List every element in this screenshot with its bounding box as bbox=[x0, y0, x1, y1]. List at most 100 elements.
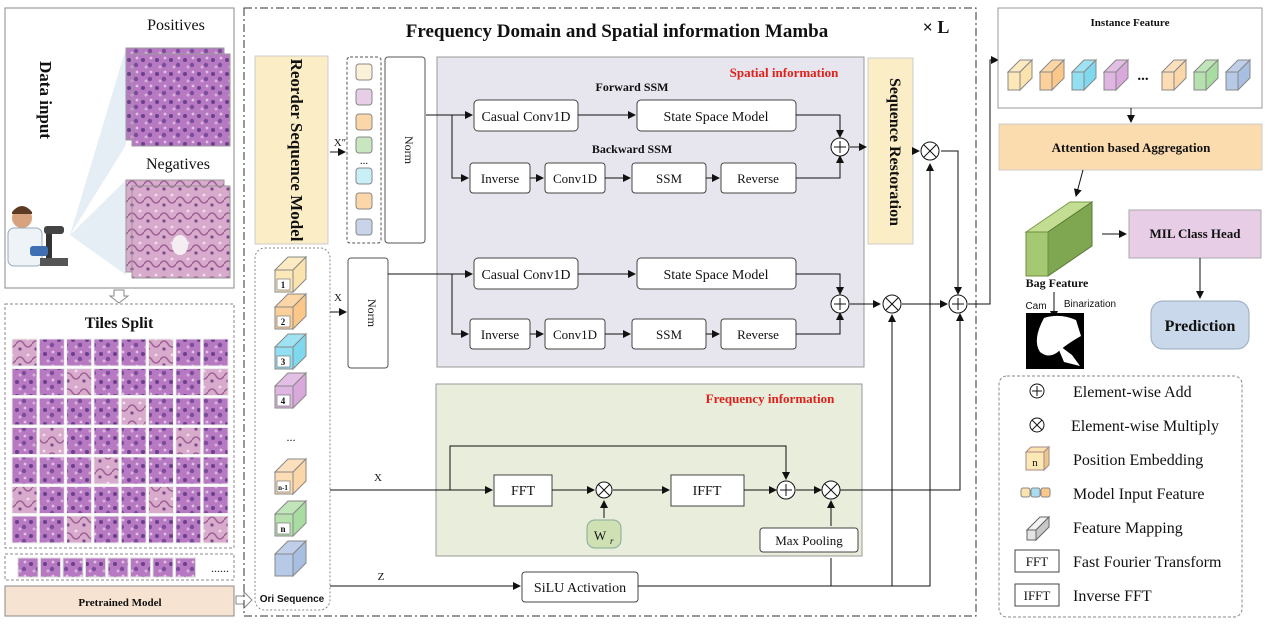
tile bbox=[93, 397, 120, 426]
attention-aggregation-label: Attention based Aggregation bbox=[1052, 140, 1211, 155]
tile bbox=[175, 515, 202, 544]
norm-box-top bbox=[384, 56, 426, 244]
casual-conv1d-label-bottom: Casual Conv1D bbox=[481, 268, 570, 283]
norm-label-bottom: Norm bbox=[365, 299, 379, 328]
conv1d-label-bottom: Conv1D bbox=[553, 327, 597, 342]
light-beam-positives bbox=[70, 48, 126, 235]
repeat-label: × L bbox=[923, 17, 950, 37]
pretrained-model-rect bbox=[4, 585, 235, 617]
tile bbox=[120, 486, 147, 514]
reverse-label-top: Reverse bbox=[737, 171, 779, 186]
svg-text:2: 2 bbox=[281, 317, 286, 327]
legend-ifft-symbol bbox=[1014, 583, 1060, 607]
data-input-panel: Data input Positives Negatives bbox=[4, 7, 235, 289]
tile bbox=[38, 456, 65, 485]
instance-feature-cube bbox=[1160, 58, 1188, 92]
spatial-information-title: Spatial information bbox=[730, 65, 839, 80]
strip-tile bbox=[85, 557, 106, 578]
tile bbox=[11, 456, 38, 485]
ori-sequence-cube: n-1 bbox=[273, 457, 308, 496]
tile bbox=[175, 397, 202, 426]
tile bbox=[175, 486, 202, 514]
backward-ssm-label: Backward SSM bbox=[592, 142, 672, 156]
wr-label: W bbox=[594, 528, 607, 543]
tile bbox=[93, 515, 120, 544]
add-node-top bbox=[830, 137, 850, 157]
tile bbox=[202, 456, 229, 485]
merge-connectors bbox=[840, 56, 999, 491]
tile bbox=[11, 427, 38, 455]
tile bbox=[66, 338, 93, 367]
instance-feature-cubes bbox=[1006, 58, 1252, 92]
strip-tile bbox=[152, 557, 174, 578]
legend-model-input-symbol bbox=[1020, 487, 1051, 498]
strip-tile bbox=[107, 557, 129, 578]
positive-slide bbox=[131, 53, 231, 147]
svg-text:n: n bbox=[1032, 457, 1038, 469]
tile bbox=[120, 368, 147, 396]
legend-fft-label: Fast Fourier Transform bbox=[1073, 554, 1222, 571]
legend-feature-mapping-symbol bbox=[1025, 515, 1051, 542]
reordered-ellipsis: ... bbox=[360, 155, 369, 167]
tile bbox=[202, 397, 229, 426]
tile bbox=[120, 515, 147, 544]
attention-aggregation-box bbox=[998, 123, 1263, 171]
strip-tile bbox=[175, 557, 196, 578]
tile bbox=[202, 368, 229, 396]
ori-sequence-cube bbox=[273, 539, 308, 578]
ori-sequence-label: Ori Sequence bbox=[260, 594, 325, 605]
legend-multiply-symbol bbox=[1029, 417, 1045, 433]
tile bbox=[38, 368, 65, 396]
legend-ifft-symbol-text: IFFT bbox=[1024, 588, 1051, 603]
prediction-box bbox=[1150, 300, 1250, 350]
tile bbox=[148, 338, 174, 367]
state-space-model-label-top: State Space Model bbox=[664, 110, 769, 125]
bag-feature-cube bbox=[1024, 201, 1094, 277]
positives-label: Positives bbox=[147, 17, 205, 34]
tile bbox=[11, 486, 38, 514]
ifft-box bbox=[670, 474, 745, 507]
tile bbox=[11, 368, 38, 396]
legend-position-embedding-symbol: n bbox=[1024, 445, 1051, 472]
slide-hole bbox=[172, 235, 188, 255]
attention-to-bag-arrow bbox=[1073, 169, 1084, 197]
reordered-feature-square bbox=[355, 192, 373, 210]
tile bbox=[66, 456, 93, 485]
tile bbox=[202, 515, 229, 544]
fft-box bbox=[493, 474, 553, 507]
max-pooling-label: Max Pooling bbox=[775, 533, 843, 548]
x-double-prime-label: X″ bbox=[334, 137, 347, 149]
ifft-label: IFFT bbox=[693, 484, 722, 499]
reorder-sequence-model-box bbox=[254, 55, 329, 245]
wr-subscript: r bbox=[610, 536, 614, 546]
pretrained-model-label: Pretrained Model bbox=[78, 597, 161, 609]
ori-sequence-frame bbox=[254, 247, 331, 611]
data-input-title: Data input bbox=[36, 61, 55, 139]
tile bbox=[148, 515, 174, 544]
tile bbox=[120, 456, 147, 485]
z-label: Z bbox=[378, 571, 385, 583]
tile bbox=[38, 427, 65, 455]
tile bbox=[202, 427, 229, 455]
binarized-cam-map bbox=[1026, 313, 1084, 369]
spatial-bottom-connectors bbox=[388, 270, 881, 338]
tile bbox=[148, 427, 174, 455]
tile bbox=[120, 427, 147, 455]
ori-sequence-cube: n bbox=[273, 499, 308, 538]
instance-feature-box bbox=[997, 7, 1263, 109]
strip-tile bbox=[130, 557, 151, 578]
reordered-squares bbox=[355, 63, 373, 236]
silu-activation-box bbox=[521, 571, 639, 603]
tile bbox=[11, 338, 38, 367]
bag-feature-label: Bag Feature bbox=[1026, 276, 1089, 290]
tile bbox=[93, 456, 120, 485]
legend-add-symbol bbox=[1029, 383, 1045, 399]
negative-slide bbox=[131, 185, 231, 279]
tile bbox=[66, 368, 93, 396]
tile bbox=[93, 486, 120, 514]
svg-text:1: 1 bbox=[281, 280, 286, 290]
ori-sequence-cube: 3 bbox=[273, 332, 308, 371]
mil-class-head-box bbox=[1128, 209, 1262, 259]
